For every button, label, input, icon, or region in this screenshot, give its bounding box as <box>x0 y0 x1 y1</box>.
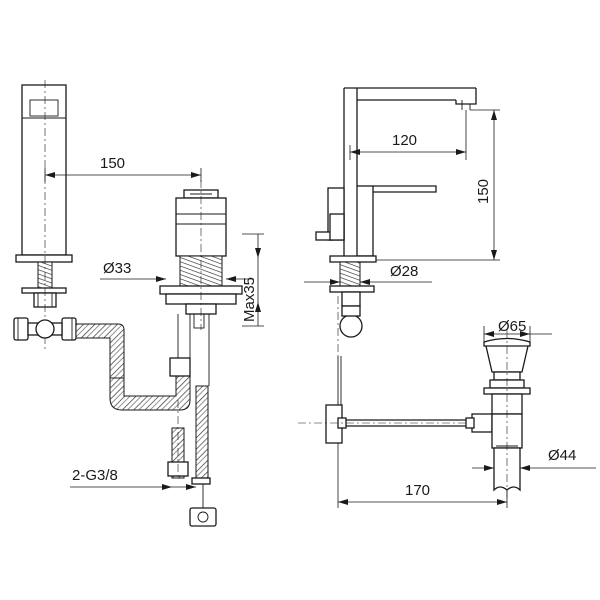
dimension-base-diameter: Ø28 <box>304 263 432 285</box>
dimension-body-diameter: Ø33 <box>100 260 254 282</box>
spout-height-label: 150 <box>475 179 492 204</box>
dimension-spout-height: 150 <box>376 109 500 261</box>
left-spout-reach-label: 150 <box>100 155 125 172</box>
max-deck-thickness-label: Max35 <box>241 277 258 322</box>
base-diameter-label: Ø28 <box>390 263 418 280</box>
dimension-connection-thread: 2-G3/8 <box>70 467 196 490</box>
dimension-max-deck-thickness: Max35 <box>241 233 264 327</box>
right-spout-reach-label: 120 <box>392 132 417 149</box>
dimension-right-spout-reach: 120 <box>349 110 467 160</box>
mixer-body <box>159 180 243 330</box>
waste-tail-diameter-label: Ø44 <box>548 447 576 464</box>
dimension-popup-rod-length: 170 <box>337 443 508 508</box>
dimension-waste-tail-diameter: Ø44 <box>472 447 596 471</box>
connecting-hose <box>75 323 191 411</box>
left-spout <box>15 80 73 350</box>
waste-top-diameter-label: Ø65 <box>498 318 526 335</box>
t-connector <box>13 317 77 341</box>
popup-rod-length-label: 170 <box>405 482 430 499</box>
body-diameter-label: Ø33 <box>103 260 131 277</box>
supply-hoses <box>167 314 217 527</box>
dimension-waste-top-diameter: Ø65 <box>483 318 552 342</box>
faucet-body <box>315 87 477 356</box>
connection-thread-label: 2-G3/8 <box>72 467 118 484</box>
popup-waste <box>465 330 531 500</box>
dimension-left-spout-reach: 150 <box>44 155 202 182</box>
popup-rod <box>298 356 500 444</box>
